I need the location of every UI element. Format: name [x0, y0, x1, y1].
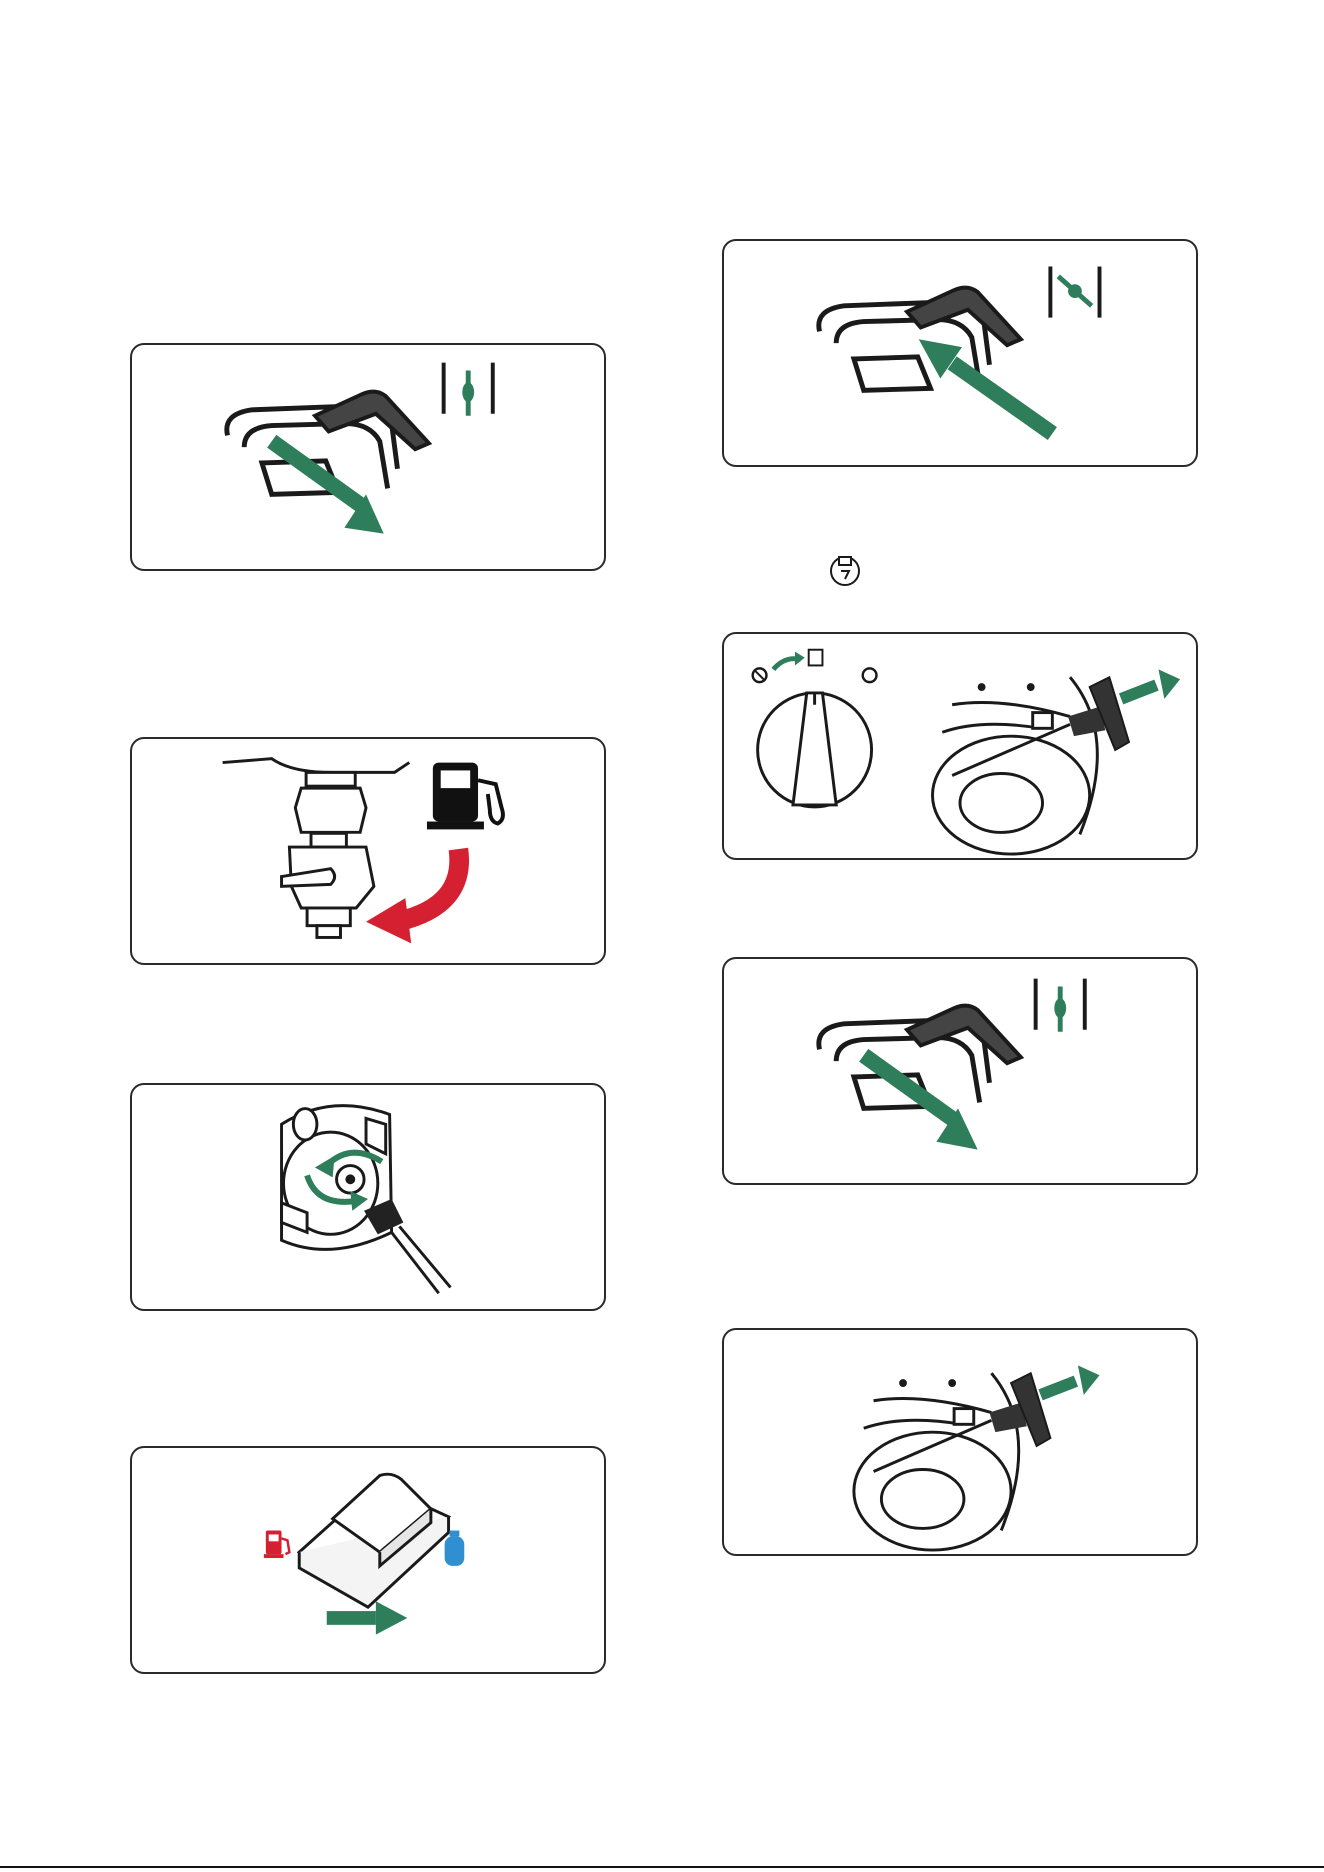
choke-open-illustration	[724, 241, 1196, 465]
figure-recoil-pull	[722, 1328, 1198, 1556]
recoil-pull-illustration	[724, 1330, 1196, 1554]
gas-cylinder-icon	[445, 1531, 465, 1566]
fuel-pump-icon	[427, 763, 503, 830]
rocker-switch-icon	[299, 1474, 448, 1607]
recoil-starter-icon	[932, 677, 1128, 854]
arrow-right-icon	[1041, 1365, 1100, 1394]
figure-choke-close-2	[722, 957, 1198, 1185]
curved-arrow-icon	[366, 849, 459, 943]
choke-close-illustration-2	[724, 959, 1196, 1183]
throttle-lever-icon	[819, 288, 1021, 391]
recoil-starter-icon	[854, 1373, 1050, 1550]
fuel-selector-illustration	[132, 1448, 604, 1672]
fuel-valve-illustration	[132, 739, 604, 963]
footer-rule	[0, 1866, 1324, 1868]
figure-engine-switch-start	[722, 632, 1198, 860]
gas-valve-illustration	[132, 1085, 604, 1309]
regulator-icon	[364, 1199, 450, 1293]
engine-switch-dial-icon	[753, 650, 877, 807]
choke-open-icon	[1050, 267, 1099, 318]
figure-fuel-valve-off	[130, 737, 606, 965]
fuel-valve-icon	[282, 772, 374, 937]
figure-gas-valve-open	[130, 1083, 606, 1311]
figure-fuel-selector-lpg	[130, 1446, 606, 1674]
fuel-pump-icon	[264, 1531, 290, 1559]
figure-choke-open	[722, 239, 1198, 467]
figure-choke-close	[130, 343, 606, 571]
arrow-right-icon	[1121, 669, 1180, 698]
choke-close-illustration	[132, 345, 604, 569]
engine-start-icon	[829, 549, 861, 589]
choke-closed-icon	[1036, 979, 1085, 1032]
choke-closed-icon	[444, 363, 493, 416]
engine-switch-illustration	[724, 634, 1196, 858]
